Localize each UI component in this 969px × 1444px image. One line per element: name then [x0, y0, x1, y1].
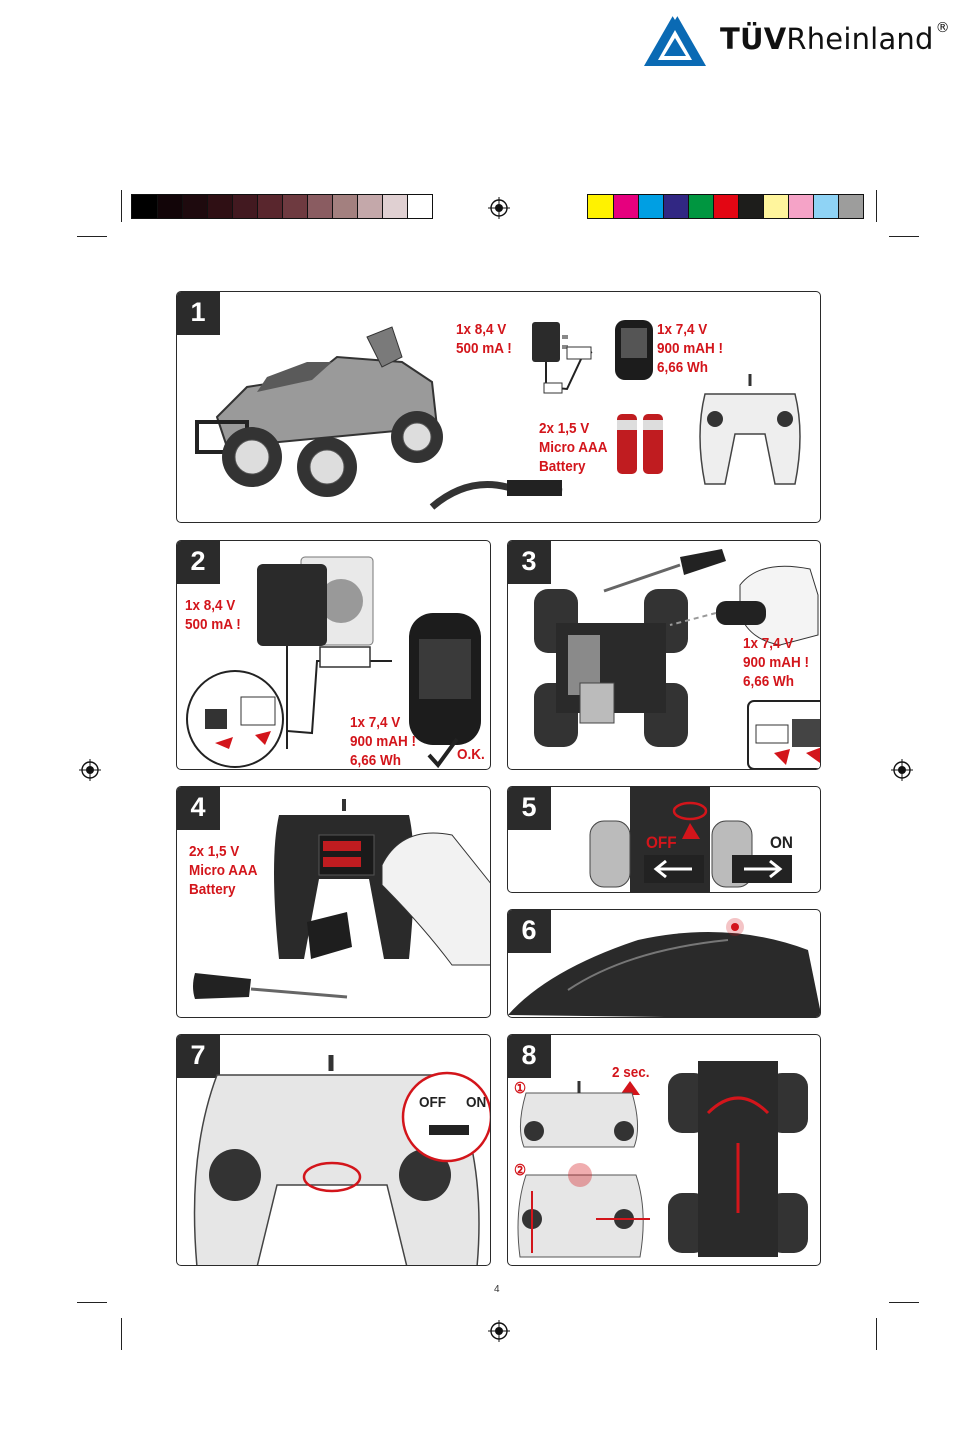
- color-swatch: [232, 195, 257, 218]
- crop-mark: [876, 190, 877, 222]
- registration-mark-icon: [79, 759, 101, 781]
- color-swatch: [307, 195, 332, 218]
- color-swatch: [663, 195, 688, 218]
- battery-pack-illustration: [609, 318, 659, 382]
- step-number: 2: [176, 540, 220, 584]
- tuv-triangle-icon: [640, 8, 710, 70]
- remote-controller-illustration: [695, 374, 805, 489]
- rc-truck-illustration: [187, 322, 457, 502]
- controller-front-illustration: [177, 1035, 491, 1266]
- controller-step-1-illustration: [514, 1077, 644, 1147]
- crop-mark: [121, 190, 122, 222]
- color-swatch: [688, 195, 713, 218]
- off-label: OFF: [646, 833, 677, 852]
- tuv-logo: TÜVRheinland®: [640, 8, 960, 70]
- color-swatch: [838, 195, 863, 218]
- vehicle-top-view-illustration: [658, 1053, 818, 1263]
- registration-mark-icon: [488, 1320, 510, 1342]
- crop-mark: [889, 236, 919, 237]
- step-panel-6: 6: [507, 909, 821, 1018]
- color-swatch: [788, 195, 813, 218]
- vehicle-underside-illustration: [516, 583, 716, 753]
- battery-cover-illustration: [297, 907, 357, 967]
- lanyard-illustration: [427, 472, 567, 512]
- battery-pack-illustration: [405, 609, 485, 749]
- crop-mark: [876, 1318, 877, 1350]
- color-swatch: [638, 195, 663, 218]
- color-swatch: [257, 195, 282, 218]
- aaa-batteries-illustration: [613, 410, 667, 476]
- color-swatch: [132, 195, 157, 218]
- color-swatch: [182, 195, 207, 218]
- page-number: 4: [494, 1284, 500, 1295]
- on-label: ON: [770, 833, 793, 852]
- charger-illustration: [522, 317, 612, 407]
- step-number: 5: [507, 786, 551, 830]
- crop-mark: [889, 1302, 919, 1303]
- controller-step-2-illustration: [512, 1161, 652, 1257]
- color-swatch: [738, 195, 763, 218]
- color-swatch: [613, 195, 638, 218]
- arrow-right-icon: [732, 855, 792, 883]
- color-swatch: [763, 195, 788, 218]
- vehicle-roof-led-illustration: [508, 910, 821, 1018]
- connector-zoom-illustration: [746, 699, 821, 770]
- arrow-left-icon: [644, 855, 704, 883]
- color-swatch: [382, 195, 407, 218]
- color-swatch: [713, 195, 738, 218]
- color-swatch: [407, 195, 432, 218]
- connector-zoom-illustration: [185, 669, 285, 769]
- color-swatch: [813, 195, 838, 218]
- crop-mark: [77, 236, 107, 237]
- color-swatch: [357, 195, 382, 218]
- color-swatch: [157, 195, 182, 218]
- ok-label: O.K.: [457, 745, 485, 764]
- color-swatch: [282, 195, 307, 218]
- on-label: ON: [466, 1093, 486, 1112]
- step-number: 8: [507, 1034, 551, 1078]
- crop-mark: [121, 1318, 122, 1350]
- off-label: OFF: [419, 1093, 446, 1112]
- gray-calibration-bar: [131, 194, 433, 219]
- check-icon: [427, 737, 459, 769]
- color-swatch: [588, 195, 613, 218]
- screwdriver-illustration: [191, 967, 351, 1007]
- crop-mark: [77, 1302, 107, 1303]
- step-panel-8: 8 2 sec. ① ②: [507, 1034, 821, 1266]
- tuv-wordmark: TÜVRheinland®: [720, 22, 950, 56]
- process-color-bar: [587, 194, 864, 219]
- color-swatch: [207, 195, 232, 218]
- step-panel-5: 5 OFF ON: [507, 786, 821, 893]
- color-swatch: [332, 195, 357, 218]
- step-number: 3: [507, 540, 551, 584]
- hand-illustration: [382, 825, 491, 965]
- step-number: 4: [176, 786, 220, 830]
- registration-mark-icon: [488, 197, 510, 219]
- step-panel-7: 7 OFF ON: [176, 1034, 491, 1266]
- registration-mark-icon: [891, 759, 913, 781]
